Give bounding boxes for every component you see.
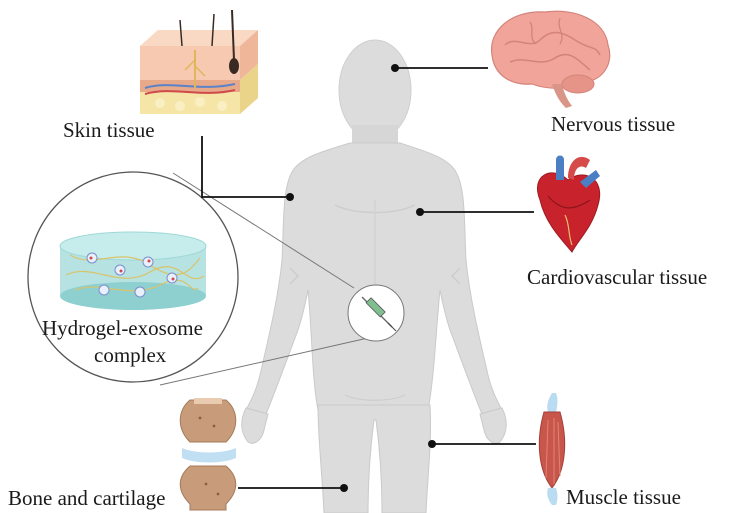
bone-connector-dot <box>340 484 348 492</box>
cardiovascular-tissue-label: Cardiovascular tissue <box>527 267 707 288</box>
nervous-connector-dot <box>391 64 399 72</box>
nervous-tissue-label: Nervous tissue <box>551 114 675 135</box>
human-body-figure <box>242 40 507 513</box>
brain-icon <box>492 11 610 108</box>
skin-connector-dot <box>286 193 294 201</box>
body-torso <box>246 143 502 414</box>
skin-icon <box>140 10 258 114</box>
exosome-dot <box>99 285 109 295</box>
bone-joint-icon <box>180 398 236 510</box>
bone-cartilage-label: Bone and cartilage <box>8 488 165 509</box>
muscle-tissue-label: Muscle tissue <box>566 487 681 508</box>
exosome-dot <box>135 287 145 297</box>
hydrogel-cylinder <box>60 232 206 310</box>
body-legs <box>318 405 431 513</box>
skin-tissue-label: Skin tissue <box>63 120 155 141</box>
cardio-connector-dot <box>416 208 424 216</box>
heart-icon <box>537 156 600 253</box>
hydrogel-label-line2: complex <box>94 345 166 366</box>
body-right-hand <box>480 408 506 443</box>
muscle-connector-dot <box>428 440 436 448</box>
skin-connector <box>202 136 290 197</box>
muscle-icon <box>539 393 564 505</box>
body-left-hand <box>242 408 268 443</box>
hydrogel-label-line1: Hydrogel-exosome <box>42 318 203 339</box>
